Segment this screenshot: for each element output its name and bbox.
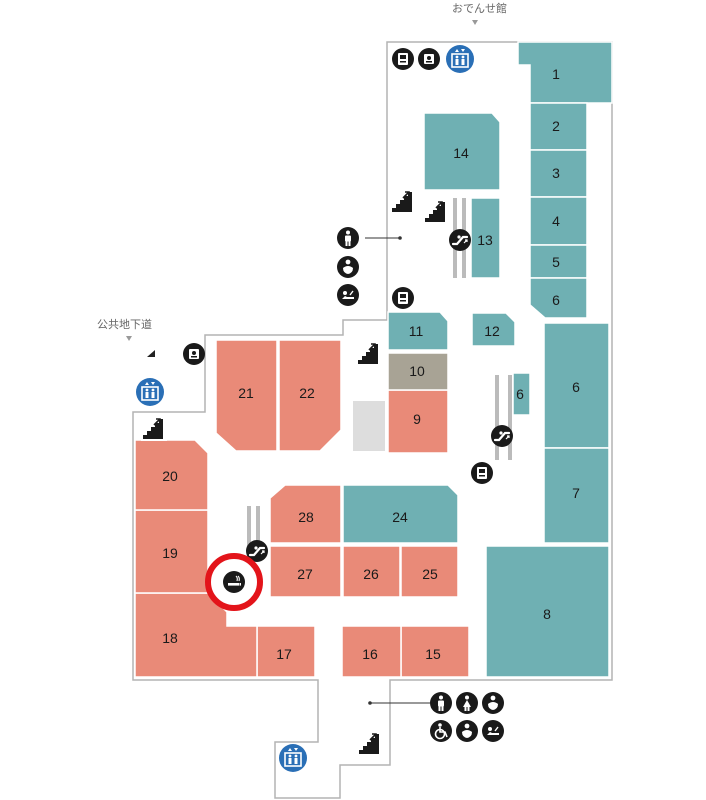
stairs-icon (356, 340, 382, 366)
mens-restroom-icon (430, 692, 452, 714)
unit-label: 26 (363, 566, 379, 582)
unit-label: 8 (543, 606, 551, 622)
shop-unit-16[interactable] (341, 625, 402, 678)
shop-unit-12[interactable] (471, 312, 516, 347)
exit-arrow-left (126, 336, 132, 341)
shop-unit-1[interactable] (517, 41, 613, 104)
shop-unit-10[interactable] (387, 352, 449, 391)
gray-block (353, 401, 385, 451)
shop-unit-20[interactable] (134, 439, 209, 511)
shop-unit-24[interactable] (342, 484, 459, 544)
elevator-icon (279, 744, 307, 772)
atm-icon (392, 48, 414, 70)
baby-room-icon (482, 692, 504, 714)
unit-label: 11 (409, 323, 424, 339)
escalator-icon (449, 229, 471, 251)
unit-label: 15 (425, 646, 441, 662)
stairs-icon (357, 730, 383, 756)
shop-unit-6c[interactable] (512, 372, 531, 416)
unit-label: 18 (162, 630, 178, 646)
shop-unit-13[interactable] (470, 197, 501, 279)
elevator-icon (446, 45, 474, 73)
shop-unit-14[interactable] (423, 112, 501, 191)
entry-triangle (147, 350, 155, 357)
unit-label: 25 (422, 566, 438, 582)
unit-label: 13 (477, 232, 493, 248)
unit-label: 14 (453, 145, 469, 161)
unit-label: 17 (276, 646, 292, 662)
shop-unit-6a[interactable] (529, 277, 588, 319)
smoking-area-icon (223, 571, 245, 593)
mens-restroom-icon (337, 227, 359, 249)
baby-room-icon (337, 256, 359, 278)
womens-restroom-icon (456, 692, 478, 714)
stairs-icon (423, 198, 449, 224)
unit-label: 7 (572, 485, 580, 501)
shop-unit-8[interactable] (485, 545, 610, 678)
unit-label: 9 (413, 411, 421, 427)
unit-label: 27 (297, 566, 313, 582)
unit-label: 2 (552, 118, 560, 134)
unit-label: 12 (484, 323, 500, 339)
shop-unit-26[interactable] (342, 545, 401, 598)
unit-label: 24 (392, 509, 408, 525)
locker-icon (418, 48, 440, 70)
atm-icon (471, 462, 493, 484)
unit-label: 3 (552, 165, 560, 181)
connector-dot (368, 701, 372, 705)
smoking-area-highlight-ring (205, 553, 263, 611)
shop-unit-21[interactable] (215, 339, 278, 452)
connector-dot (398, 236, 402, 240)
exit-label-public-underground: 公共地下道 (97, 317, 152, 331)
stairs-icon (390, 188, 416, 214)
shop-unit-28[interactable] (269, 484, 342, 544)
unit-label: 4 (552, 213, 560, 229)
shop-unit-25[interactable] (400, 545, 459, 598)
unit-label: 16 (362, 646, 378, 662)
diaper-changing-icon (337, 284, 359, 306)
unit-label: 5 (552, 254, 560, 270)
unit-label: 19 (162, 545, 178, 561)
unit-label: 10 (409, 363, 425, 379)
unit-label: 1 (552, 66, 560, 82)
exit-label-oden-kan: おでんせ館 (452, 1, 507, 15)
unit-label: 22 (299, 385, 315, 401)
unit-label: 6 (552, 292, 560, 308)
unit-label: 6 (572, 379, 580, 395)
atm-icon (392, 287, 414, 309)
unit-label: 20 (162, 468, 178, 484)
stairs-icon (141, 415, 167, 441)
unit-label: 21 (238, 385, 254, 401)
baby-room-icon (456, 720, 478, 742)
shop-unit-11[interactable] (387, 311, 449, 351)
elevator-icon (136, 378, 164, 406)
diaper-changing-icon (482, 720, 504, 742)
escalator-icon (491, 425, 513, 447)
shop-unit-27[interactable] (269, 545, 342, 598)
locker-icon (183, 343, 205, 365)
unit-label: 28 (298, 509, 314, 525)
unit-label: 6 (516, 386, 524, 402)
accessible-restroom-icon (430, 720, 452, 742)
shop-unit-22[interactable] (278, 339, 342, 452)
connector-lines (365, 237, 430, 704)
exit-arrow-top (472, 20, 478, 25)
shop-unit-7[interactable] (543, 447, 610, 544)
